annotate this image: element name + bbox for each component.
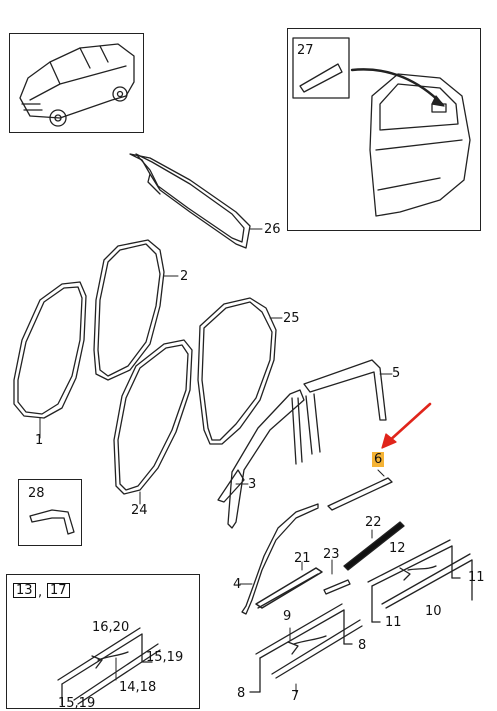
strip-23 bbox=[323, 579, 351, 595]
seal-26 bbox=[129, 153, 251, 249]
part-label-23[interactable]: 23 bbox=[323, 547, 340, 562]
part-label-1[interactable]: 1 bbox=[35, 433, 44, 448]
inset-separator: , bbox=[38, 585, 43, 600]
inset-13-17-drawing bbox=[57, 627, 161, 705]
strip-4 bbox=[241, 503, 319, 615]
part-label-4[interactable]: 4 bbox=[233, 577, 242, 592]
part-label-7[interactable]: 7 bbox=[291, 689, 300, 704]
part-label-11-lower[interactable]: 11 bbox=[385, 615, 402, 630]
part-label-26[interactable]: 26 bbox=[264, 222, 281, 237]
inset-label-13[interactable]: 13 bbox=[13, 583, 36, 598]
part-label-16-20[interactable]: 16,20 bbox=[92, 620, 130, 635]
channel-5 bbox=[303, 359, 387, 421]
seal-1 bbox=[13, 281, 87, 419]
car-thumbnail bbox=[19, 43, 135, 127]
seal-25 bbox=[197, 297, 277, 445]
red-arrow bbox=[386, 402, 432, 444]
inset-label-17[interactable]: 17 bbox=[47, 583, 70, 598]
part-label-14-18[interactable]: 14,18 bbox=[119, 680, 157, 695]
moulding-22 bbox=[343, 521, 405, 571]
mouldings-10-12 bbox=[367, 539, 473, 623]
rear-door-drawing bbox=[292, 37, 471, 217]
part-label-2[interactable]: 2 bbox=[180, 269, 189, 284]
part-label-5[interactable]: 5 bbox=[392, 366, 401, 381]
mouldings-7-9 bbox=[249, 603, 363, 693]
part-label-25[interactable]: 25 bbox=[283, 311, 300, 326]
part-label-12[interactable]: 12 bbox=[389, 541, 406, 556]
part-label-15-19-upper[interactable]: 15,19 bbox=[146, 650, 184, 665]
part-label-24[interactable]: 24 bbox=[131, 503, 148, 518]
part-label-22[interactable]: 22 bbox=[365, 515, 382, 530]
seal-24 bbox=[113, 339, 193, 495]
part-label-6-highlighted[interactable]: 6 bbox=[372, 452, 385, 467]
part-label-8-right[interactable]: 8 bbox=[358, 638, 367, 653]
part-label-27[interactable]: 27 bbox=[297, 43, 314, 58]
rear-door-inset-box bbox=[287, 28, 481, 231]
part-label-10[interactable]: 10 bbox=[425, 604, 442, 619]
car-overview-box bbox=[9, 33, 144, 133]
part-label-8-left[interactable]: 8 bbox=[237, 686, 246, 701]
part-label-21[interactable]: 21 bbox=[294, 551, 311, 566]
channel-3 bbox=[227, 389, 305, 529]
seal-2 bbox=[93, 239, 165, 381]
moulding-21 bbox=[255, 567, 323, 609]
part-label-15-19-lower[interactable]: 15,19 bbox=[58, 696, 96, 711]
part-28-box bbox=[18, 479, 82, 546]
part-label-3[interactable]: 3 bbox=[248, 477, 257, 492]
part-label-11-upper[interactable]: 11 bbox=[468, 570, 485, 585]
moulding-6 bbox=[327, 477, 393, 511]
part-label-9[interactable]: 9 bbox=[283, 609, 292, 624]
clip-28 bbox=[29, 509, 75, 535]
part-label-28[interactable]: 28 bbox=[28, 486, 45, 501]
